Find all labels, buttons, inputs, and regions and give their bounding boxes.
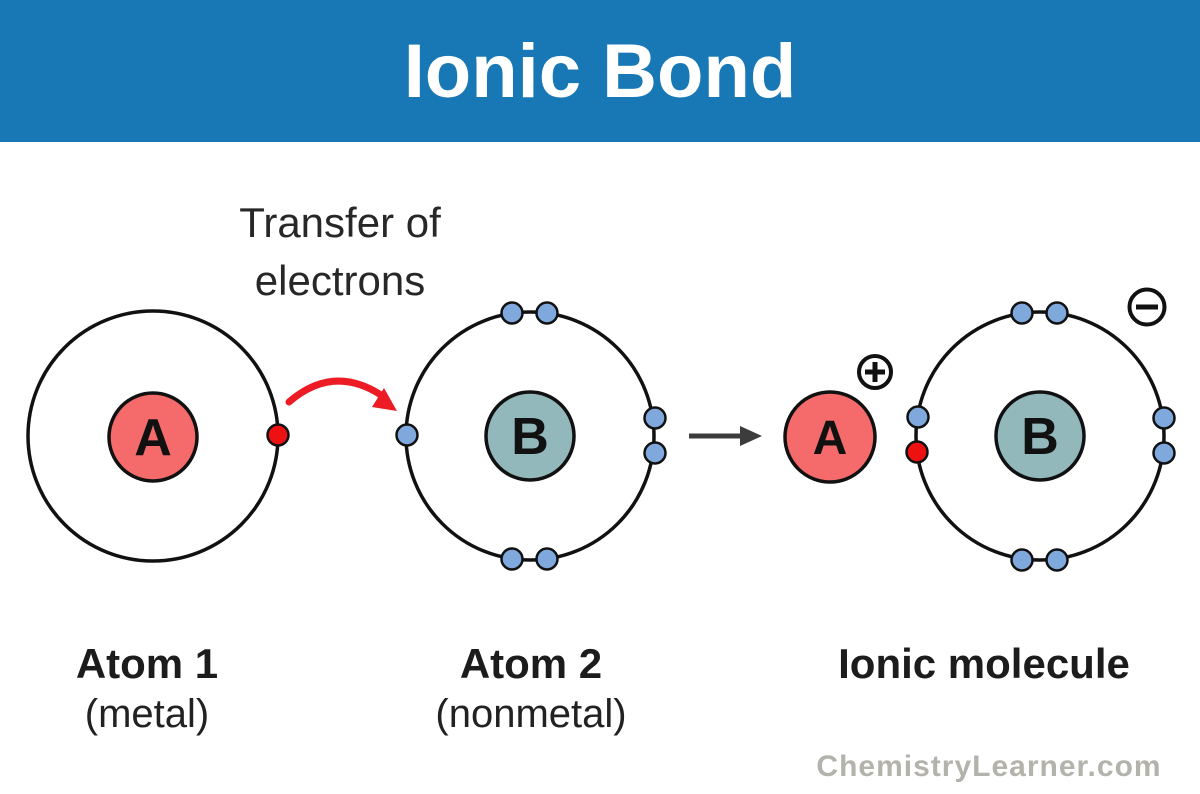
anion-b-electron-dot: [1045, 548, 1069, 572]
page-title: Ionic Bond: [403, 28, 797, 114]
transfer-arrow-icon: [285, 377, 397, 411]
atom2-electron-dot: [535, 301, 559, 325]
atom2-electron-dot: [643, 441, 667, 465]
reaction-arrow-icon: [689, 426, 762, 446]
anion-b-electron-dot: [1045, 301, 1069, 325]
watermark: ChemistryLearner.com: [816, 750, 1162, 783]
atom2-caption: Atom 2 (nonmetal): [435, 640, 626, 740]
cation-a-group: A: [783, 354, 893, 484]
atom1-caption-subtitle: (metal): [84, 692, 210, 736]
anion-b-electron-dot: [1010, 301, 1034, 325]
atom2-caption-title: Atom 2: [459, 640, 603, 687]
anion-b-electron-dot: [906, 405, 930, 429]
atom1-nucleus: [107, 391, 199, 483]
atom2-electron-dot: [500, 301, 524, 325]
transfer-arrow-curve: [285, 377, 385, 406]
atom2-electron-dot: [643, 406, 667, 430]
anion-b-electron-dot: [1152, 441, 1176, 465]
atom2-electron-dot: [535, 547, 559, 571]
cation-a-nucleus: [783, 390, 877, 484]
atom1-group: A: [26, 309, 290, 563]
atom1-valence-electron-dot: [266, 423, 290, 447]
atom2-electron-dot: [500, 547, 524, 571]
ionic-molecule-caption-title: Ionic molecule: [838, 640, 1130, 687]
reaction-arrow-head: [740, 426, 762, 446]
anion-b-electron-shell: [914, 310, 1166, 562]
ionic-molecule-caption: Ionic molecule: [838, 640, 1130, 688]
atom2-group: B: [395, 301, 667, 571]
atom2-nucleus: [484, 390, 576, 482]
anion-b-nucleus: [994, 390, 1086, 482]
cation-a-symbol: A: [813, 412, 848, 465]
atom1-symbol: A: [134, 409, 172, 467]
minus-in-circle-icon: [1127, 287, 1167, 327]
transfer-of-electrons-label: Transfer of electrons: [239, 194, 441, 310]
anion-b-transferred-electron-dot: [905, 440, 929, 464]
anion-b-electron-dot: [1152, 406, 1176, 430]
transfer-label-line2: electrons: [254, 257, 426, 304]
header-bar: Ionic Bond: [0, 0, 1200, 142]
atom2-vacancy-electron-dot: [395, 423, 419, 447]
anion-b-electron-dot: [1010, 548, 1034, 572]
plus-in-circle-icon: [857, 354, 893, 390]
transfer-label-line1: Transfer of: [239, 199, 441, 246]
atom1-caption: Atom 1 (metal): [76, 640, 218, 740]
anion-b-group: B: [905, 287, 1176, 572]
atom2-caption-subtitle: (nonmetal): [435, 692, 627, 736]
atom1-caption-title: Atom 1: [75, 640, 219, 687]
transfer-arrow-head: [372, 388, 397, 411]
anion-b-symbol: B: [1021, 408, 1059, 466]
atom2-symbol: B: [511, 408, 549, 466]
